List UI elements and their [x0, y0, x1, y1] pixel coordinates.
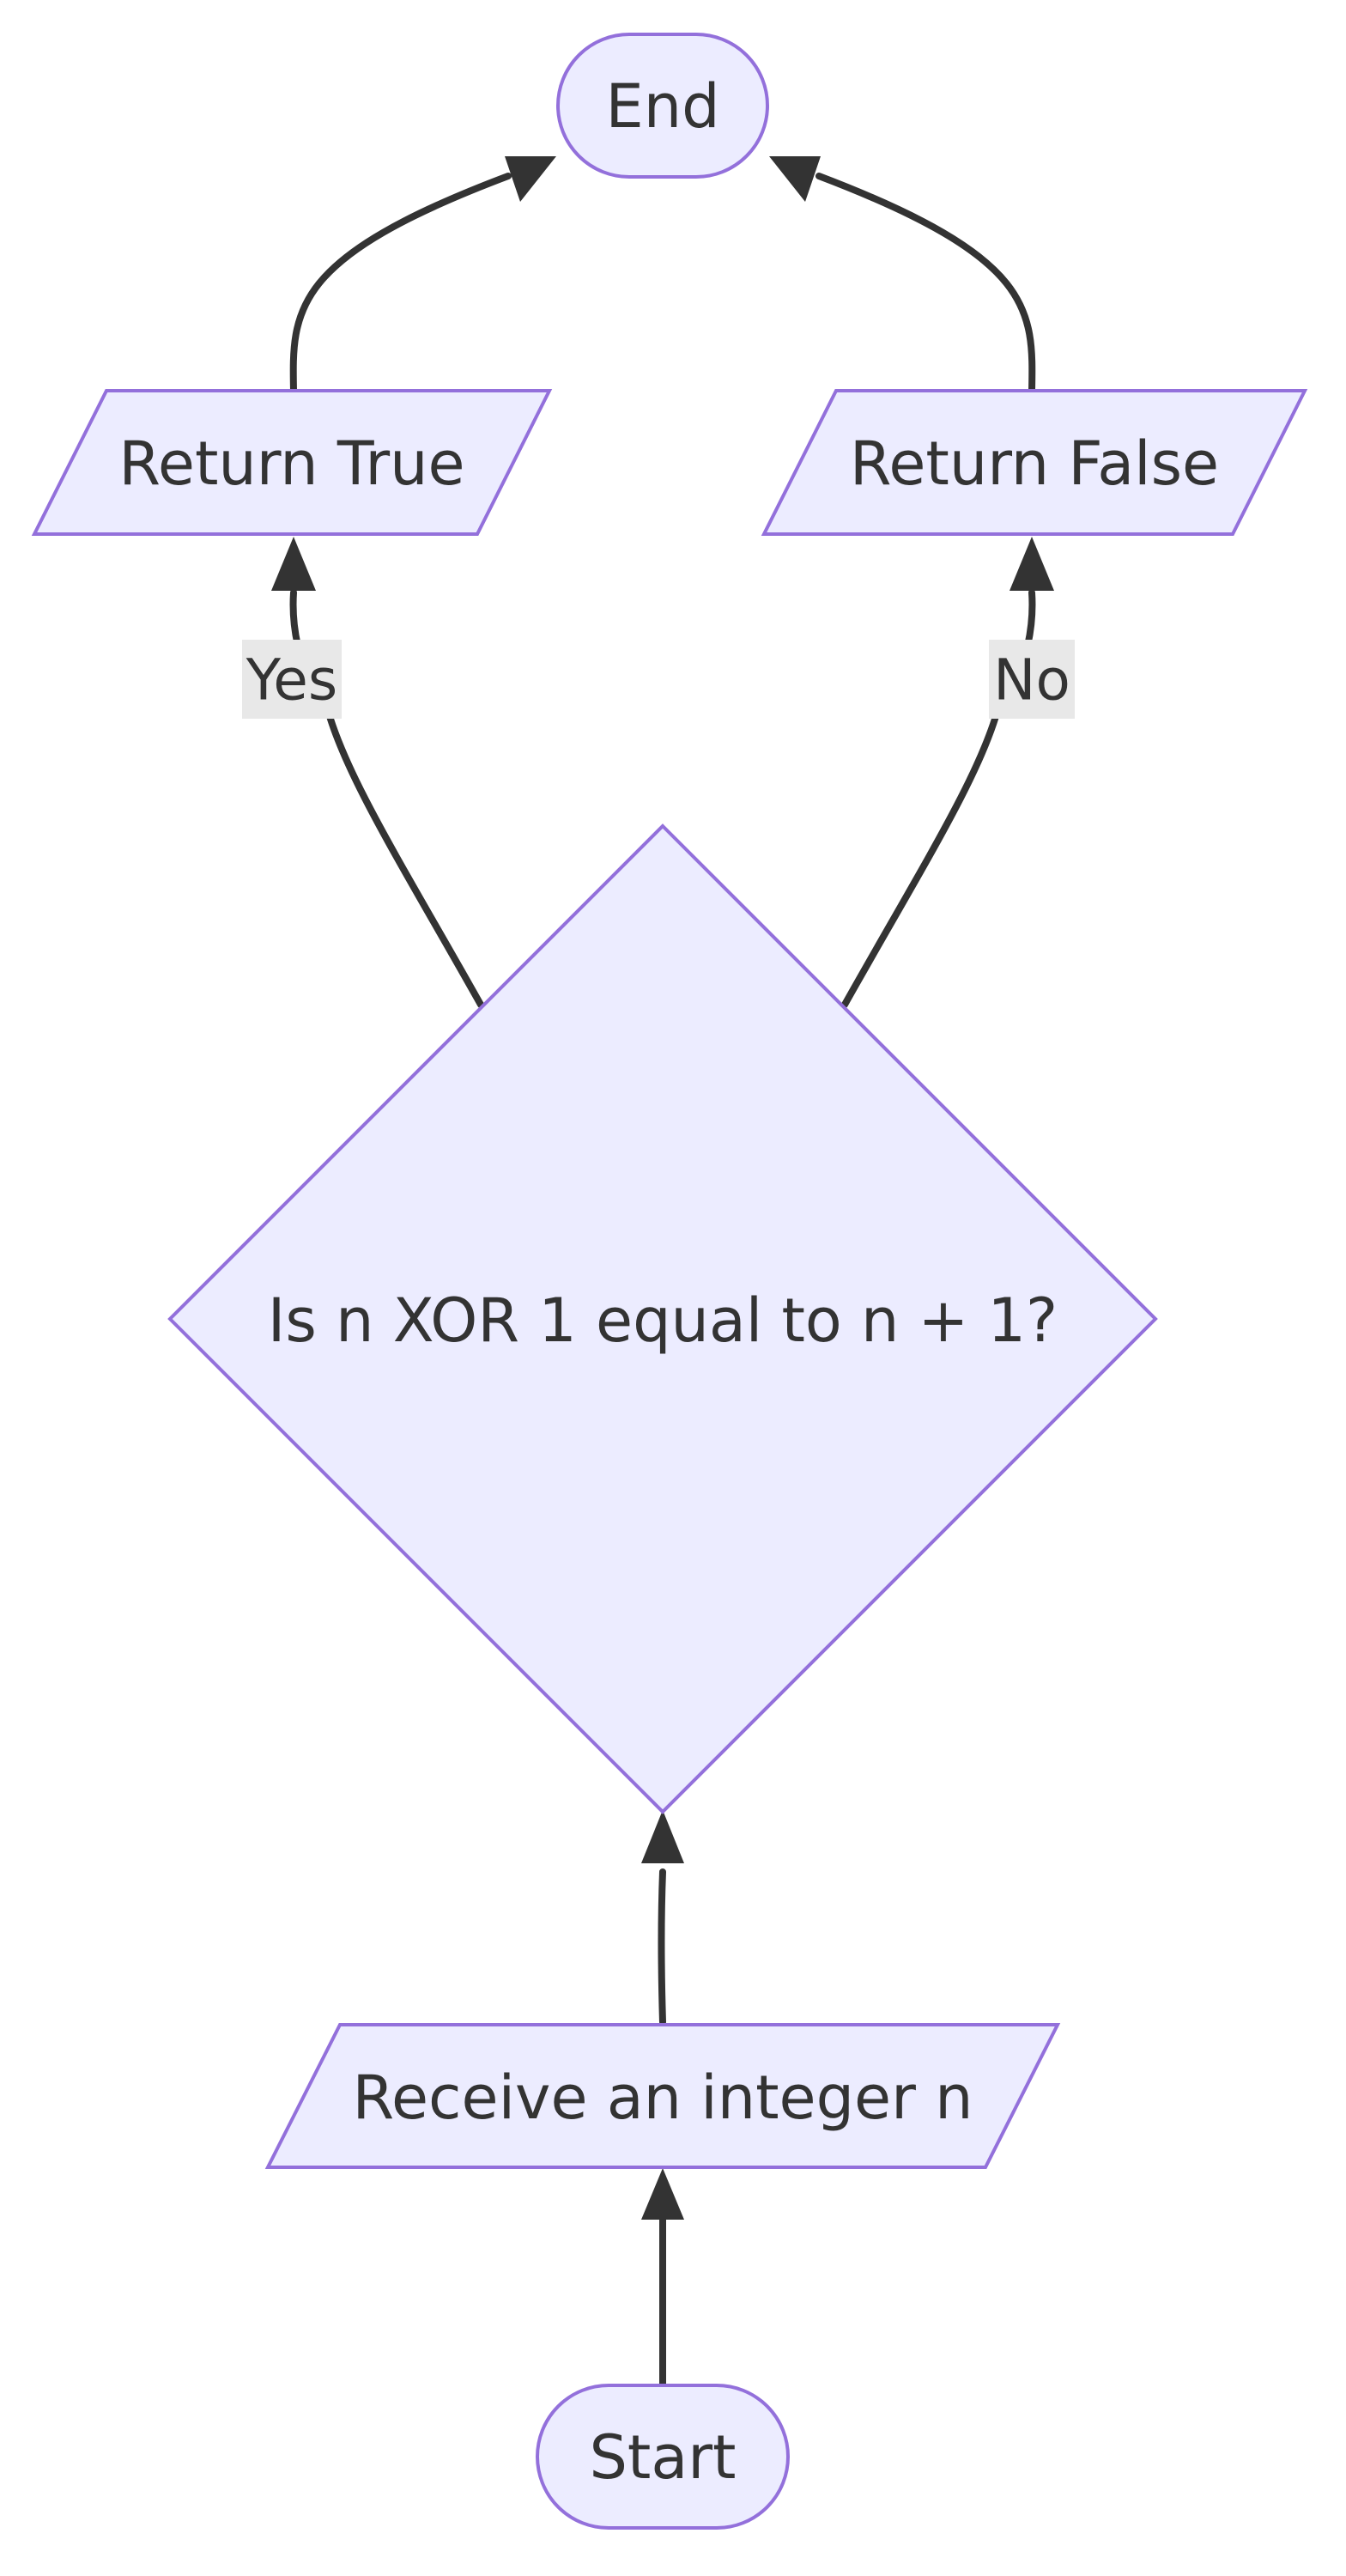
edge-return-false-to-end	[815, 173, 1036, 394]
node-decision: Is n XOR 1 equal to n + 1?	[167, 823, 1158, 1814]
node-start-label: Start	[589, 2422, 736, 2493]
edge-label-yes-group: Yes	[242, 640, 342, 719]
edge-receive-to-decision	[658, 1868, 666, 2026]
node-return-false: Return False	[761, 389, 1308, 536]
edge-label-yes: Yes	[246, 647, 338, 714]
node-return-false-shape	[761, 389, 1308, 536]
node-return-false-label: Return False	[850, 428, 1219, 499]
node-receive-shape	[264, 2023, 1061, 2169]
edge-label-no: No	[993, 647, 1070, 714]
node-receive: Receive an integer n	[264, 2023, 1061, 2169]
edge-decision-to-return-false	[841, 589, 1036, 1008]
arrowhead-end-right	[769, 156, 821, 202]
node-decision-label: Is n XOR 1 equal to n + 1?	[268, 1285, 1058, 1356]
node-start-shape	[536, 2384, 790, 2530]
arrowhead-decision	[641, 1810, 684, 1863]
node-return-true-shape	[31, 389, 553, 536]
arrowhead-end-left	[505, 156, 556, 202]
node-receive-label: Receive an integer n	[352, 2063, 973, 2133]
arrowhead-receive	[641, 2168, 684, 2220]
arrowhead-return-false	[1010, 537, 1054, 591]
node-return-true-label: Return True	[118, 428, 464, 499]
edge-label-no-group: No	[989, 640, 1075, 719]
edge-decision-to-return-true	[289, 589, 484, 1008]
node-start: Start	[536, 2384, 790, 2530]
edge-return-true-to-end	[289, 173, 512, 394]
node-decision-shape	[167, 823, 1158, 1814]
arrowheads	[271, 156, 1054, 2220]
node-end: End	[556, 33, 769, 179]
node-return-true: Return True	[31, 389, 553, 536]
edge-label-yes-bg	[242, 640, 342, 719]
node-end-label: End	[605, 71, 719, 142]
edge-label-no-bg	[989, 640, 1075, 719]
arrowhead-return-true	[271, 537, 316, 591]
edges	[289, 173, 1036, 2391]
node-end-shape	[556, 33, 769, 179]
